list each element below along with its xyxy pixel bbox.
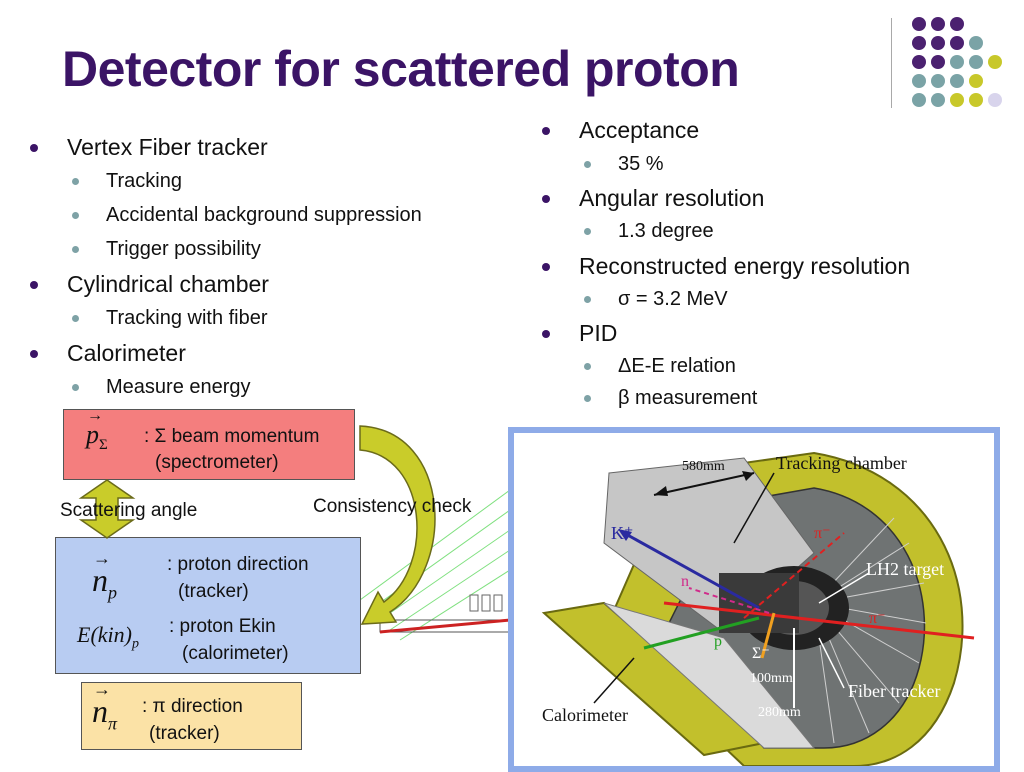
fig-tracking-chamber: Tracking chamber <box>776 453 907 473</box>
fig-n: n <box>681 573 689 590</box>
dot-icon <box>969 93 983 107</box>
dot-icon <box>912 55 926 69</box>
title-divider <box>891 18 892 108</box>
dot-icon <box>950 55 964 69</box>
detector-figure: 580mm Tracking chamber K⁺ π⁻ LH2 target … <box>508 427 1000 772</box>
left-subbullet-tracking: Tracking <box>72 170 182 192</box>
right-bullet-angular-resolution: Angular resolution <box>541 185 765 211</box>
dot-icon <box>931 17 945 31</box>
fig-pi-right: π⁻ <box>869 610 886 627</box>
dot-icon <box>988 93 1002 107</box>
left-subbullet-trigger: Trigger possibility <box>72 238 261 260</box>
p-symbol: p <box>86 420 99 449</box>
left-bullet-vertex-fiber-tracker: Vertex Fiber tracker <box>30 134 268 160</box>
dot-icon <box>950 74 964 88</box>
sigma-subscript: Σ <box>99 437 108 454</box>
proton-direction-line2: (tracker) <box>178 581 249 602</box>
right-subbullet-de-e: ΔE-E relation <box>584 355 736 377</box>
p-subscript: p <box>108 582 117 603</box>
left-subbullet-tracking-fiber: Tracking with fiber <box>72 307 268 329</box>
consistency-check-label: Consistency check <box>313 496 472 517</box>
pion-box-line1: : π direction <box>142 696 243 717</box>
ekin-formula: E(kin)p <box>77 622 139 652</box>
dot-icon <box>912 36 926 50</box>
fig-pi-top: π⁻ <box>814 525 831 542</box>
sigma-box-line2: (spectrometer) <box>155 452 279 473</box>
dot-icon <box>931 74 945 88</box>
right-subbullet-angular-value: 1.3 degree <box>584 220 714 242</box>
fig-dim-100: 100mm <box>750 671 793 686</box>
consistency-check-arrow <box>359 425 436 625</box>
scattering-angle-label: Scattering angle <box>60 500 198 521</box>
sigma-box-line1: : Σ beam momentum <box>144 426 320 447</box>
sigma-momentum-box: → pΣ : Σ beam momentum (spectrometer) <box>63 407 355 480</box>
right-bullet-acceptance: Acceptance <box>541 117 700 143</box>
proton-ekin-line1: : proton Ekin <box>169 616 276 637</box>
fig-dim-280: 280mm <box>758 705 801 720</box>
dot-icon <box>931 36 945 50</box>
ekin-subscript: p <box>131 636 139 652</box>
dot-icon <box>969 36 983 50</box>
fig-p: p <box>714 633 722 650</box>
p-sigma-formula: → pΣ <box>86 407 108 454</box>
slide-title: Detector for scattered proton <box>62 41 740 97</box>
n-symbol: n <box>92 562 108 598</box>
dot-icon <box>950 17 964 31</box>
right-subbullet-energy-value: σ = 3.2 MeV <box>584 288 728 310</box>
vector-arrow-icon: → <box>93 548 111 568</box>
dot-icon <box>912 74 926 88</box>
fig-lh2-target: LH2 target <box>866 559 945 579</box>
dot-icon <box>969 74 983 88</box>
fig-dim-580: 580mm <box>682 459 725 474</box>
left-subbullet-measure-energy: Measure energy <box>72 376 251 398</box>
pi-subscript: π <box>108 713 118 734</box>
proton-box: → np : proton direction (tracker) E(kin)… <box>55 537 361 674</box>
right-subbullet-beta: β measurement <box>583 387 758 409</box>
proton-direction-line1: : proton direction <box>167 554 309 575</box>
dot-icon <box>950 93 964 107</box>
n-pi-formula: → nπ <box>92 679 118 734</box>
fig-calorimeter: Calorimeter <box>542 705 628 725</box>
right-subbullet-acceptance-value: 35 % <box>584 153 664 175</box>
fig-fiber-tracker: Fiber tracker <box>848 681 941 701</box>
dot-icon <box>969 55 983 69</box>
dot-icon <box>988 55 1002 69</box>
scattering-angle-arrow <box>78 479 136 539</box>
n-p-formula: → np <box>92 548 117 603</box>
left-bullet-cylindrical-chamber: Cylindrical chamber <box>30 271 269 297</box>
right-bullet-pid: PID <box>541 320 618 346</box>
pion-box-line2: (tracker) <box>149 723 220 744</box>
right-bullet-energy-resolution: Reconstructed energy resolution <box>541 253 911 279</box>
vector-arrow-icon: → <box>93 679 111 699</box>
dot-icon <box>912 17 926 31</box>
decorative-dot-grid <box>900 14 1010 114</box>
n-symbol: n <box>92 693 108 729</box>
vector-arrow-icon: → <box>87 407 103 424</box>
detector-cutaway-diagram <box>541 451 975 766</box>
ekin-symbol: E(kin) <box>77 622 132 647</box>
dot-icon <box>950 36 964 50</box>
left-subbullet-accidental: Accidental background suppression <box>72 204 422 226</box>
dot-icon <box>931 55 945 69</box>
dot-icon <box>931 93 945 107</box>
dot-icon <box>912 93 926 107</box>
proton-ekin-line2: (calorimeter) <box>182 643 289 664</box>
fig-kplus: K⁺ <box>611 523 634 543</box>
left-bullet-calorimeter: Calorimeter <box>30 340 186 366</box>
pion-box: → nπ : π direction (tracker) <box>81 679 302 750</box>
fig-sigma-minus: Σ⁻ <box>752 645 770 662</box>
